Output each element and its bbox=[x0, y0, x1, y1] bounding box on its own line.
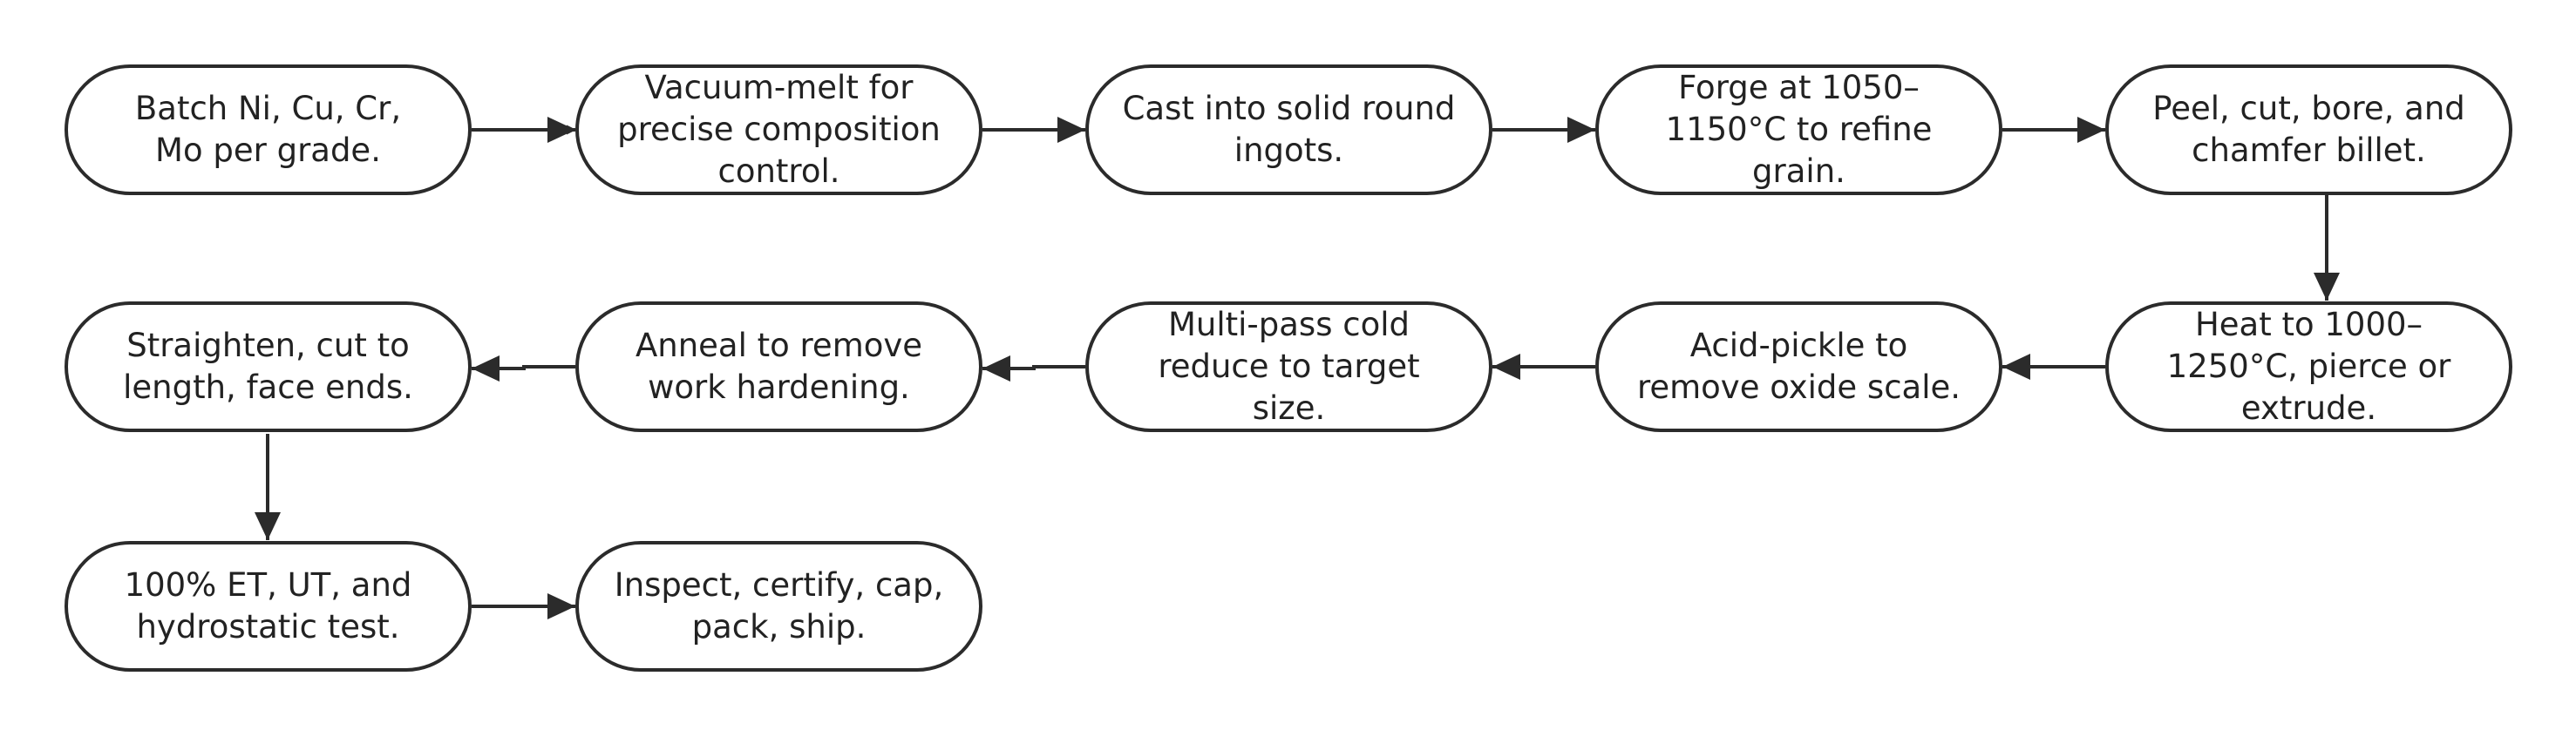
step-straighten-cut: Straighten, cut to length, face ends. bbox=[65, 301, 472, 432]
arrowhead-s2-to-s3 bbox=[1057, 117, 1085, 143]
step-label: Vacuum-melt for precise composition cont… bbox=[617, 69, 941, 190]
arrowhead-s7-to-s8 bbox=[1492, 354, 1520, 380]
step-batch-alloy: Batch Ni, Cu, Cr, Mo per grade. bbox=[65, 64, 472, 195]
arrowhead-s4-to-s5 bbox=[2077, 117, 2105, 143]
step-nde-testing: 100% ET, UT, and hydrostatic test. bbox=[65, 541, 472, 672]
step-cold-reduce: Multi-pass cold reduce to target size. bbox=[1085, 301, 1492, 432]
step-inspect-ship: Inspect, certify, cap, pack, ship. bbox=[575, 541, 982, 672]
step-label: Cast into solid round ingots. bbox=[1122, 90, 1456, 169]
step-label: Batch Ni, Cu, Cr, Mo per grade. bbox=[134, 90, 402, 169]
step-vacuum-melt: Vacuum-melt for precise composition cont… bbox=[575, 64, 982, 195]
arrowhead-s10-to-s11 bbox=[255, 512, 281, 540]
step-acid-pickle: Acid-pickle to remove oxide scale. bbox=[1595, 301, 2002, 432]
arrowhead-s6-to-s7 bbox=[2002, 354, 2030, 380]
step-peel-billet: Peel, cut, bore, and chamfer billet. bbox=[2105, 64, 2512, 195]
step-label: Peel, cut, bore, and chamfer billet. bbox=[2152, 90, 2465, 169]
step-label: Straighten, cut to length, face ends. bbox=[123, 327, 413, 406]
step-label: Inspect, certify, cap, pack, ship. bbox=[614, 566, 944, 646]
step-anneal: Anneal to remove work hardening. bbox=[575, 301, 982, 432]
arrowhead-s11-to-s12 bbox=[547, 593, 575, 619]
arrowhead-s3-to-s4 bbox=[1567, 117, 1595, 143]
step-heat-pierce: Heat to 1000– 1250°C, pierce or extrude. bbox=[2105, 301, 2512, 432]
step-cast-ingots: Cast into solid round ingots. bbox=[1085, 64, 1492, 195]
step-label: 100% ET, UT, and hydrostatic test. bbox=[124, 566, 412, 646]
step-label: Acid-pickle to remove oxide scale. bbox=[1636, 327, 1961, 406]
step-label: Forge at 1050– 1150°C to refine grain. bbox=[1665, 69, 1933, 190]
arrowhead-s5-to-s6 bbox=[2314, 273, 2340, 301]
arrowhead-s1-to-s2 bbox=[547, 117, 575, 143]
arrowhead-s8-to-s9 bbox=[982, 355, 1010, 382]
step-forge: Forge at 1050– 1150°C to refine grain. bbox=[1595, 64, 2002, 195]
arrowhead-s9-to-s10 bbox=[472, 355, 500, 382]
step-label: Anneal to remove work hardening. bbox=[635, 327, 923, 406]
step-label: Multi-pass cold reduce to target size. bbox=[1158, 306, 1420, 427]
step-label: Heat to 1000– 1250°C, pierce or extrude. bbox=[2166, 306, 2451, 427]
